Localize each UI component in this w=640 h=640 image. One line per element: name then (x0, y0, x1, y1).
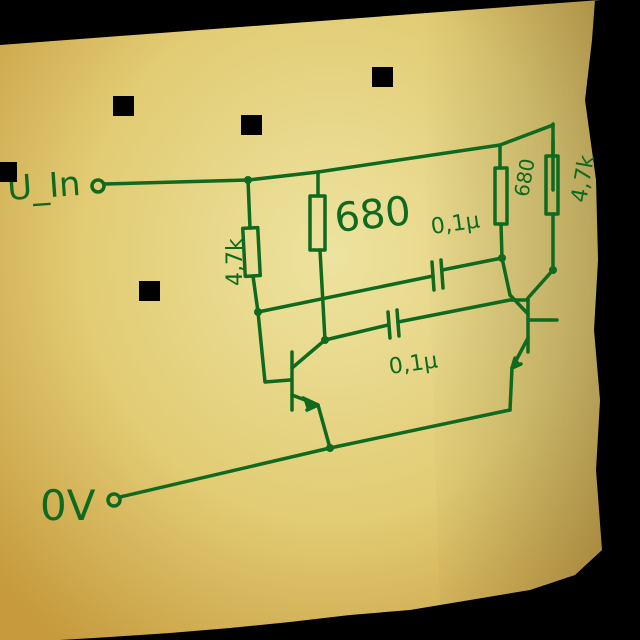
wire (396, 298, 530, 324)
wire (246, 178, 252, 230)
ground-terminal (106, 492, 122, 508)
wire (526, 268, 555, 300)
resistor-left-collector (308, 194, 327, 252)
junctions (244, 176, 557, 452)
wire (440, 256, 504, 272)
redaction-square (139, 281, 160, 301)
junction-dot (244, 176, 252, 184)
wire (500, 256, 512, 297)
wire (323, 323, 390, 342)
circuit (90, 122, 560, 508)
transistor-left-collector (290, 338, 327, 370)
input-terminal (90, 178, 106, 194)
redaction-square (372, 67, 393, 87)
resistor-left-collector-label: 680 (332, 188, 413, 242)
junction-dot (254, 308, 262, 316)
redaction-squares (0, 0, 393, 301)
wire (251, 274, 260, 314)
ground-label: 0V (40, 481, 96, 530)
capacitor-plate (386, 310, 392, 340)
redaction-square (0, 162, 17, 182)
wire (256, 310, 292, 384)
wire (318, 248, 327, 342)
wire (256, 274, 435, 314)
paper-shadow (420, 0, 602, 605)
redaction-square (241, 115, 262, 135)
junction-dot (326, 444, 334, 452)
junction-dot (321, 336, 329, 344)
transistor-right-collector (508, 293, 530, 316)
redaction-square (197, 0, 214, 10)
arrow (510, 356, 523, 370)
redaction-square (113, 96, 134, 116)
wire (499, 222, 504, 260)
input-label: U_In (6, 164, 82, 209)
capacitor-plate (439, 258, 445, 290)
resistor-left-base-label: 4,7k (223, 238, 248, 286)
junction-dot (549, 266, 557, 274)
junction-dot (498, 254, 506, 262)
arrow (301, 396, 320, 412)
